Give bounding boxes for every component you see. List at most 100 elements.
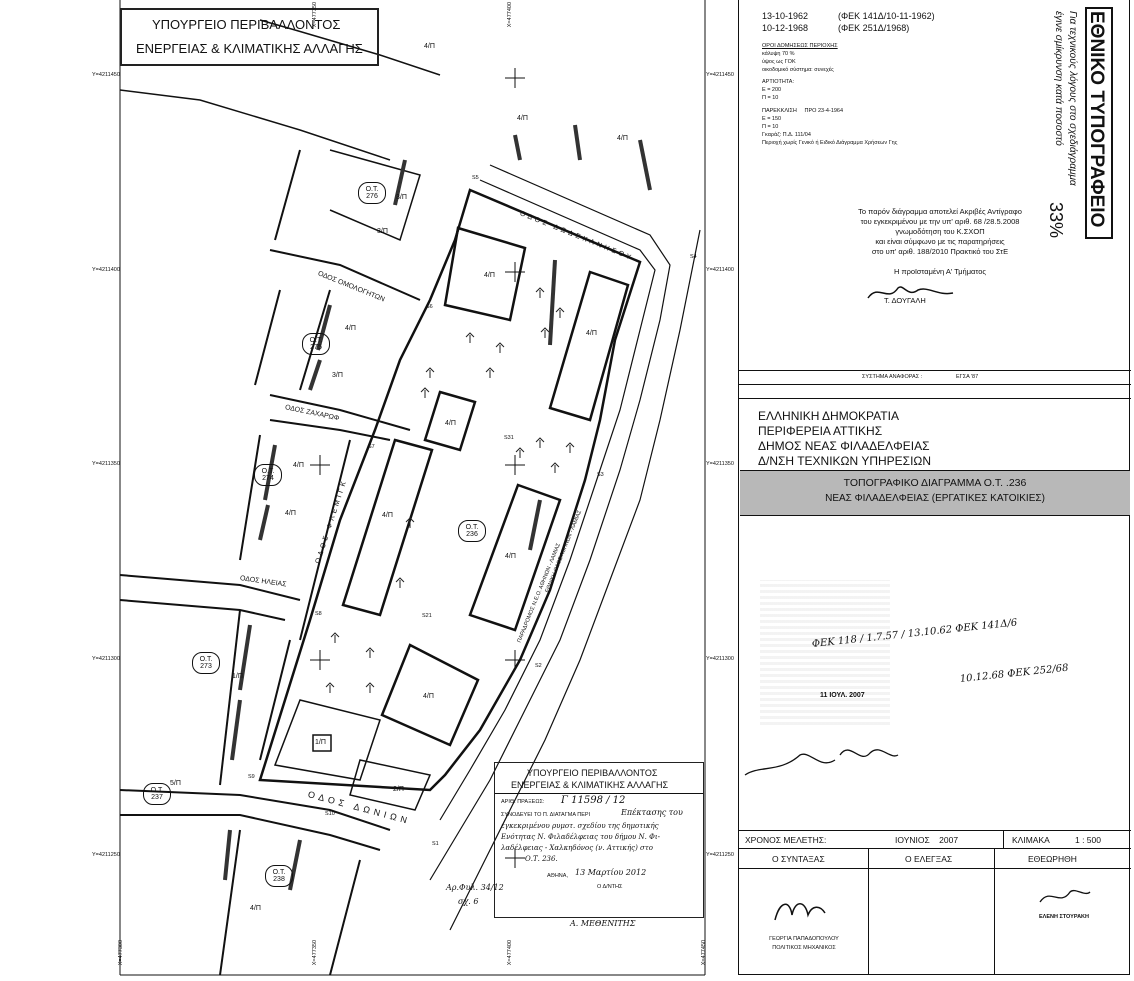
- date-2: 10-12-1968: [762, 23, 809, 33]
- typografeio-sub2: έγινε σμίκρυνση κατά ποσοστό: [1053, 11, 1064, 146]
- decree-text-3: Ενότητας Ν. Φιλαδέλφειας του δήμου Ν. Φι…: [501, 833, 660, 841]
- artiotita-p: Π = 10: [762, 95, 779, 101]
- approval-signatures: [744, 749, 899, 776]
- garage: Γκαράζ: Π.Δ. 111/04: [762, 132, 811, 138]
- point-label: S6: [426, 304, 433, 310]
- floor-label: 4/Π: [250, 905, 261, 912]
- synodevei-label: ΣΥΝΟΔΕΥΕΙ ΤΟ Π. ΔΙΑΤΑΓΜΑ ΠΕΡΙ: [501, 812, 591, 818]
- floor-label: 4/Π: [293, 462, 304, 469]
- typografeio-percent: 33%: [1046, 202, 1066, 239]
- athens-label: ΑΘΗΝΑ,: [547, 873, 568, 879]
- map-area: ΥΠΟΥΡΓΕΙΟ ΠΕΡΙΒΑΛΛΟΝΤΟΣ ΕΝΕΡΓΕΙΑΣ & ΚΛΙΜ…: [92, 0, 734, 976]
- date-1: 13-10-1962: [762, 11, 809, 21]
- floor-label: 4/Π: [445, 420, 456, 427]
- reference-value: ΕΓΣΑ '87: [956, 374, 979, 380]
- floor-label: 4/Π: [345, 325, 356, 332]
- ot-236: Ο.Τ. 236: [458, 520, 486, 542]
- artiotita-e: Ε = 200: [762, 87, 782, 93]
- fek-1: (ΦΕΚ 141Δ/10-11-1962): [838, 11, 935, 21]
- received-stamp-date: 11 ΙΟΥΛ. 2007: [820, 692, 865, 699]
- floor-label: 1/Π: [315, 739, 326, 746]
- stamp-bottom-line2: ΕΝΕΡΓΕΙΑΣ & ΚΛΙΜΑΤΙΚΗΣ ΑΛΛΑΓΗΣ: [511, 780, 669, 790]
- head-name: Τ. ΔΟΥΓΑΛΗ: [884, 296, 926, 305]
- coord-right-4: Y=4211300: [706, 656, 734, 662]
- ot-276: Ο.Τ. 276: [358, 182, 386, 204]
- point-label: S9: [248, 774, 255, 780]
- gov-line-4: Δ/ΝΣΗ ΤΕΧΝΙΚΩΝ ΥΠΗΡΕΣΙΩΝ: [758, 454, 932, 468]
- engineer-title: ΠΟΛΙΤΙΚΟΣ ΜΗΧΑΝΙΚΟΣ: [772, 945, 836, 951]
- terms-title: ΟΡΟΙ ΔΟΜΗΣΕΩΣ ΠΕΡΙΟΧΗΣ: [762, 43, 838, 49]
- coord-bottom-4: X=477450: [701, 940, 707, 966]
- faded-stamp: [760, 580, 890, 725]
- copy-line-5: στο υπ' αριθ. 188/2010 Πρακτικό του ΣτΕ: [871, 247, 1009, 256]
- point-label: S31: [504, 435, 514, 441]
- head-title: Η προϊσταμένη Α' Τμήματος: [893, 267, 987, 276]
- typografeio-sub1: Για τεχνικούς λόγους στο σχεδιάγραμμα: [1067, 11, 1078, 186]
- coord-right-3: Y=4211350: [706, 461, 734, 467]
- parekklisi-e: Ε = 150: [762, 116, 782, 122]
- floor-label: 2/Π: [393, 786, 404, 793]
- study-time-label: ΧΡΟΝΟΣ ΜΕΛΕΤΗΣ:: [745, 835, 827, 845]
- title-bar: [740, 470, 1130, 516]
- protocol-value: Γ 11598 / 12: [561, 795, 626, 806]
- copy-line-4: και είναι σύμφωνο με τις παρατηρήσεις: [875, 237, 1005, 246]
- ot-238: Ο.Τ. 238: [265, 865, 293, 887]
- floor-label: 4/Π: [382, 512, 393, 519]
- drafted-by-label: Ο ΣΥΝΤΑΞΑΣ: [772, 854, 825, 864]
- ot-275: Ο.Τ. 275: [302, 333, 330, 355]
- coord-top-1: X=477350: [312, 2, 318, 28]
- study-time-value: ΙΟΥΝΙΟΣ 2007: [895, 835, 959, 845]
- gov-line-2: ΠΕΡΙΦΕΡΕΙΑ ΑΤΤΙΚΗΣ: [758, 424, 883, 438]
- director-label: Ο Δ/ΝΤΗΣ: [597, 884, 623, 890]
- floor-label: 1/Π: [232, 673, 243, 680]
- ministry-stamp-top: ΥΠΟΥΡΓΕΙΟ ΠΕΡΙΒΑΛΛΟΝΤΟΣ ΕΝΕΡΓΕΙΑΣ & ΚΛΙΜ…: [120, 8, 379, 66]
- engineer-name: ΓΕΩΡΓΙΑ ΠΑΠΑΔΟΠΟΥΛΟΥ: [769, 936, 839, 942]
- decree-text-4: λαδέλφειας - Χαλκηδόνος (ν. Αττικής) στο: [501, 844, 653, 852]
- gov-line-3: ΔΗΜΟΣ ΝΕΑΣ ΦΙΛΑΔΕΛΦΕΙΑΣ: [758, 439, 930, 453]
- terms-coverage: κάλυψη 70 %: [762, 51, 795, 57]
- head-signature: [867, 286, 954, 299]
- terms-system: οικοδομικό σύστημα: συνεχές: [762, 67, 834, 73]
- typografeio-title: ΕΘΝΙΚΟ ΤΥΠΟΓΡΑΦΕΙΟ: [1086, 11, 1107, 228]
- title-line-2: ΝΕΑΣ ΦΙΛΑΔΕΛΦΕΙΑΣ (ΕΡΓΑΤΙΚΕΣ ΚΑΤΟΙΚΙΕΣ): [825, 493, 1045, 504]
- supervised-label: ΕΘΕΩΡΗΘΗ: [1028, 854, 1077, 864]
- scale-value: 1 : 500: [1075, 835, 1101, 845]
- parekklisi-p: Π = 10: [762, 124, 779, 130]
- stamp-top-line2: ΕΝΕΡΓΕΙΑΣ & ΚΛΙΜΑΤΙΚΗΣ ΑΛΛΑΓΗΣ: [136, 41, 363, 56]
- supervisor-name: ΕΛΕΝΗ ΣΤΟΥΡΑΚΗ: [1038, 914, 1089, 920]
- fek-note-1: Αρ.Φυλ. 34/12: [446, 883, 504, 892]
- floor-label: 3/Π: [396, 194, 407, 201]
- fek-2: (ΦΕΚ 251Δ/1968): [838, 23, 910, 33]
- stamp-top-line1: ΥΠΟΥΡΓΕΙΟ ΠΕΡΙΒΑΛΛΟΝΤΟΣ: [152, 17, 341, 32]
- coord-bottom-1: X=477300: [118, 940, 124, 966]
- copy-line-3: γνωμοδότηση του Κ.ΣΧΟΠ: [895, 227, 985, 236]
- point-label: S21: [422, 613, 432, 619]
- title-line-1: ΤΟΠΟΓΡΑΦΙΚΟ ΔΙΑΓΡΑΜΜΑ Ο.Τ. .236: [843, 477, 1027, 489]
- area-note: Περιοχή χωρίς Γενικό ή Ειδικό Διάγραμμα …: [762, 140, 898, 146]
- terms-height: ύψος ως ΓΟΚ: [762, 59, 796, 65]
- supervisor-signature: [1039, 889, 1091, 903]
- point-label: S3: [597, 472, 604, 478]
- athens-date: 13 Μαρτίου 2012: [575, 868, 647, 877]
- reference-label: ΣΥΣΤΗΜΑ ΑΝΑΦΟΡΑΣ :: [862, 374, 923, 380]
- coord-left-5: Y=4211250: [92, 852, 120, 858]
- ot-237: Ο.Τ. 237: [143, 783, 171, 805]
- coord-left-3: Y=4211350: [92, 461, 120, 467]
- coord-right-2: Y=4211400: [706, 267, 734, 273]
- floor-label: 4/Π: [505, 553, 516, 560]
- parekklisi: ΠΑΡΕΚΚΛΙΣΗ ΠΡΟ 23-4-1964: [762, 108, 844, 114]
- decree-text-2: εγκεκριμένου ρυμοτ. σχεδίου της δημοτική…: [501, 822, 659, 830]
- ministry-stamp-bottom: ΥΠΟΥΡΓΕΙΟ ΠΕΡΙΒΑΛΛΟΝΤΟΣ ΕΝΕΡΓΕΙΑΣ & ΚΛΙΜ…: [494, 762, 704, 918]
- point-label: S2: [535, 663, 542, 669]
- point-label: S4: [690, 254, 697, 260]
- coord-left-1: Y=4211450: [92, 72, 120, 78]
- coord-bottom-2: X=477350: [312, 940, 318, 966]
- protocol-label: ΑΡΙΘ. ΠΡΑΞΕΩΣ:: [501, 799, 545, 805]
- floor-label: 4/Π: [484, 272, 495, 279]
- typografeio-stamp: ΕΘΝΙΚΟ ΤΥΠΟΓΡΑΦΕΙΟ Για τεχνικούς λόγους …: [1045, 7, 1115, 239]
- decree-text-5: Ο.Τ. 236.: [525, 855, 558, 863]
- coord-bottom-3: X=477400: [507, 940, 513, 966]
- floor-label: 4/Π: [424, 43, 435, 50]
- checked-by-label: Ο ΕΛΕΓΞΑΣ: [905, 854, 953, 864]
- ot-273: Ο.Τ. 273: [192, 652, 220, 674]
